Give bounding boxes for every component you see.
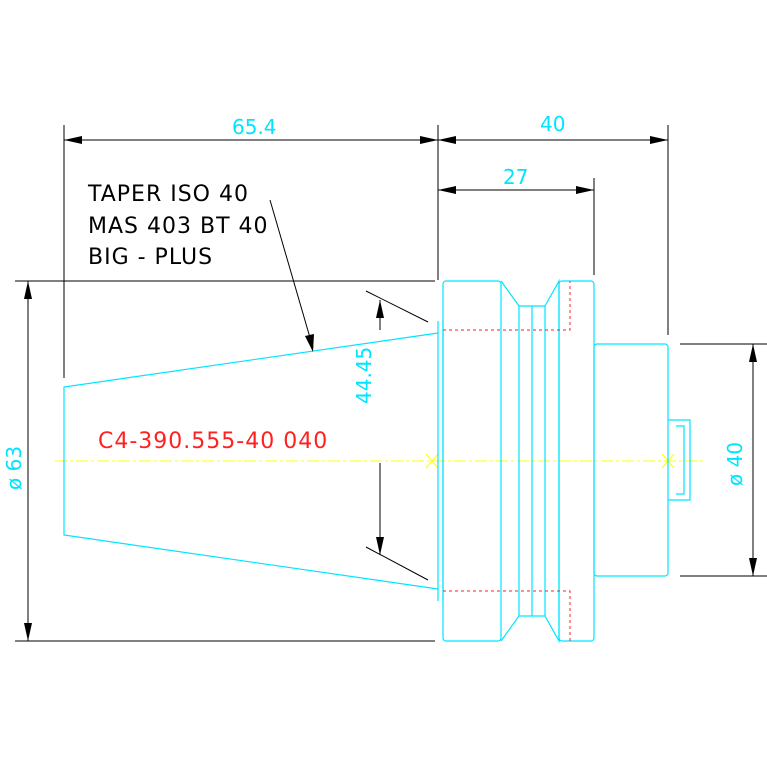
note-leader <box>269 199 314 352</box>
hidden-line-top <box>443 281 571 331</box>
flange-front <box>442 280 502 642</box>
shank <box>593 343 669 577</box>
hidden-line-bottom <box>443 590 571 641</box>
dimension-dia-63 <box>15 280 435 642</box>
dimension-44-45 <box>365 290 429 581</box>
dimension-dia-40 <box>680 343 767 577</box>
flange-v-groove <box>500 278 560 644</box>
dim-label-40-length: 40 <box>540 112 565 136</box>
dimension-40-length <box>438 125 669 335</box>
note-line-2: MAS 403 BT 40 <box>88 214 269 239</box>
dim-label-27: 27 <box>503 165 528 189</box>
dim-label-dia-40: ø 40 <box>723 442 747 486</box>
dimension-65-4 <box>63 125 439 378</box>
dim-label-bg-40 <box>530 112 580 138</box>
note-line-3: BIG - PLUS <box>88 245 213 270</box>
shank-pilot <box>668 419 691 501</box>
dim-label-44-45: 44.45 <box>352 347 376 404</box>
dimension-27 <box>438 178 595 275</box>
dim-label-dia-63: ø 63 <box>2 446 26 490</box>
part-number: C4-390.555-40 040 <box>98 429 328 454</box>
center-mark-left <box>425 453 439 469</box>
dim-label-65-4: 65.4 <box>232 115 277 139</box>
note-line-1: TAPER ISO 40 <box>87 182 249 207</box>
shank-pilot-inner <box>676 425 685 495</box>
taper-body <box>63 332 439 590</box>
